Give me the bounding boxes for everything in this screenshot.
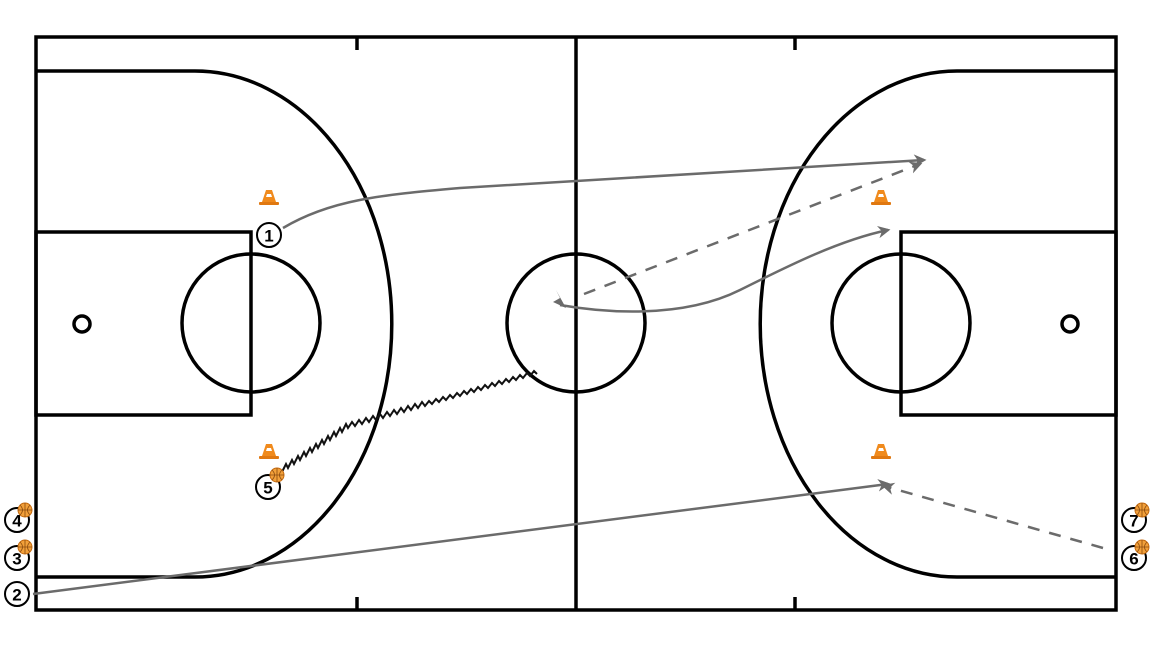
pass-arrow-center-to-wing bbox=[583, 161, 923, 296]
basketball-icon bbox=[269, 467, 285, 483]
svg-text:2: 2 bbox=[12, 586, 21, 605]
basketball-icon bbox=[17, 502, 33, 518]
left-basket bbox=[72, 314, 92, 334]
basketball-icon bbox=[1134, 502, 1150, 518]
left-key bbox=[34, 230, 253, 417]
svg-text:6: 6 bbox=[1129, 550, 1138, 569]
player-1[interactable]: 1 bbox=[256, 222, 282, 248]
player-2[interactable]: 2 bbox=[4, 581, 30, 607]
right-basket bbox=[1060, 314, 1080, 334]
left-half bbox=[34, 69, 394, 579]
center-circle bbox=[505, 252, 647, 394]
svg-text:3: 3 bbox=[12, 550, 21, 569]
cone-icon bbox=[259, 190, 279, 205]
dribble-arrowhead bbox=[553, 290, 566, 308]
cone-icon bbox=[871, 444, 891, 459]
svg-text:5: 5 bbox=[263, 479, 272, 498]
cone-icon bbox=[871, 190, 891, 205]
cut-arrow-center-to-elbow bbox=[559, 225, 891, 313]
court-lines bbox=[34, 35, 1118, 612]
svg-text:4: 4 bbox=[12, 512, 22, 531]
player-6[interactable]: 6 bbox=[1121, 539, 1150, 571]
pass-arrow-player-6 bbox=[881, 482, 1104, 550]
right-key bbox=[899, 230, 1118, 417]
cut-arrow-player-1 bbox=[282, 154, 927, 230]
cone-icon bbox=[259, 444, 279, 459]
dribble-arrow-player-5 bbox=[281, 369, 538, 473]
svg-text:1: 1 bbox=[264, 227, 273, 246]
player-7[interactable]: 7 bbox=[1121, 502, 1150, 533]
svg-text:7: 7 bbox=[1129, 512, 1138, 531]
movement-lines bbox=[32, 154, 1104, 596]
player-3[interactable]: 3 bbox=[4, 539, 33, 571]
player-4[interactable]: 4 bbox=[4, 502, 33, 533]
basketball-icon bbox=[17, 539, 33, 555]
cut-arrow-player-2 bbox=[32, 479, 891, 596]
basketball-icon bbox=[1134, 539, 1150, 555]
right-half bbox=[758, 69, 1118, 579]
player-5[interactable]: 5 bbox=[255, 467, 285, 500]
